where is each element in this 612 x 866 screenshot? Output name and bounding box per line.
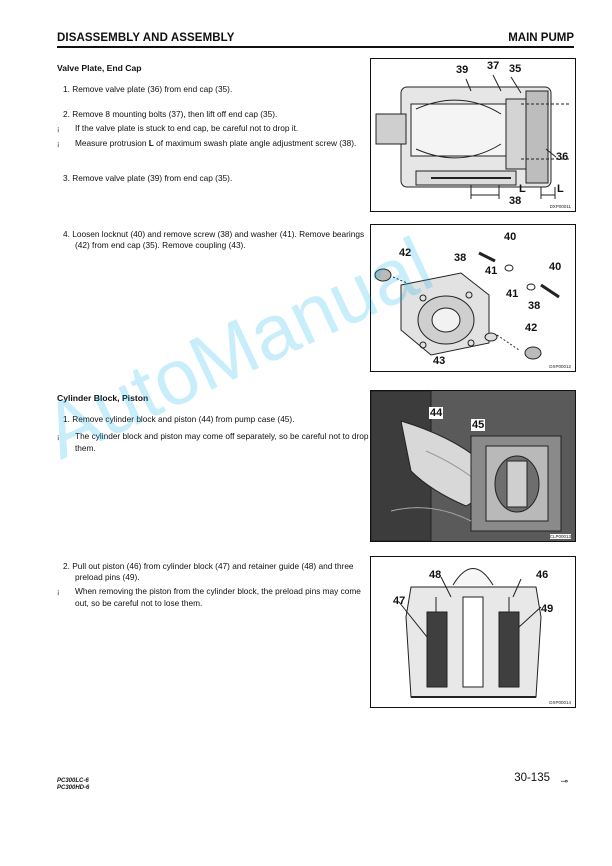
figure-code: CLP00013 <box>549 534 571 539</box>
callout-38-right: 38 <box>528 300 541 312</box>
callout-41-top: 41 <box>485 265 498 277</box>
cylinder-note-2: ¡ When removing the piston from the cylin… <box>57 586 375 609</box>
figure-piston-section: 48 46 47 49 DXP00014 <box>370 556 576 708</box>
callout-41-right: 41 <box>506 288 519 300</box>
callout-40-right: 40 <box>549 261 562 273</box>
note-bullet-icon: ¡ <box>57 126 60 133</box>
section-header-title: DISASSEMBLY AND ASSEMBLY <box>57 32 235 44</box>
valve-note-2: ¡ Measure protrusion L of maximum swash p… <box>57 138 375 150</box>
callout-38-top: 38 <box>454 252 467 264</box>
cylinder-removal-drawing <box>371 391 575 541</box>
valve-step-4: 4. Loosen locknut (40) and remove screw … <box>63 229 365 250</box>
callout-38: 38 <box>509 195 522 207</box>
end-cap-section-drawing <box>375 74 571 199</box>
callout-36: 36 <box>556 151 569 163</box>
cylinder-note-1: ¡ The cylinder block and piston may come … <box>57 431 375 454</box>
valve-plate-section-title: Valve Plate, End Cap <box>57 63 142 73</box>
callout-45: 45 <box>471 419 486 431</box>
valve-note-2-text-c: of maximum swash plate angle adjustment … <box>153 138 357 148</box>
note-bullet-icon: ¡ <box>57 589 60 596</box>
figure-cylinder-removal: 44 45 CLP00013 <box>370 390 576 542</box>
cylinder-step-1: 1. Remove cylinder block and piston (44)… <box>63 414 295 424</box>
callout-39: 39 <box>456 64 469 76</box>
figure-code: DXP00011 <box>549 204 571 209</box>
page-mark-icon: ⊸ <box>560 776 568 786</box>
callout-42-top: 42 <box>399 247 412 259</box>
header-divider <box>57 46 574 48</box>
callout-47: 47 <box>393 595 406 607</box>
valve-note-1-text: If the valve plate is stuck to end cap, … <box>75 123 299 133</box>
end-cap-exploded-drawing <box>374 251 560 360</box>
valve-step-1: 1. Remove valve plate (36) from end cap … <box>63 84 233 94</box>
model-number-2: PC300HD-6 <box>57 785 90 791</box>
cylinder-step-2: 2. Pull out piston (46) from cylinder bl… <box>63 561 354 582</box>
piston-section-drawing <box>398 568 542 698</box>
valve-step-2: 2. Remove 8 mounting bolts (37), then li… <box>63 109 278 119</box>
callout-49: 49 <box>541 603 554 615</box>
note-bullet-icon: ¡ <box>57 434 60 441</box>
callout-40-top: 40 <box>504 231 517 243</box>
figure-code: DXP00012 <box>549 364 571 369</box>
component-title: MAIN PUMP <box>508 32 574 44</box>
callout-42-bottom: 42 <box>525 322 538 334</box>
valve-note-1: ¡ If the valve plate is stuck to end cap,… <box>57 123 375 135</box>
callout-44: 44 <box>429 407 444 419</box>
cylinder-section-title: Cylinder Block, Piston <box>57 393 149 403</box>
figure-code: DXP00014 <box>549 700 571 705</box>
note-bullet-icon: ¡ <box>57 141 60 148</box>
callout-37: 37 <box>487 60 500 72</box>
cylinder-note-1-text: The cylinder block and piston may come o… <box>75 431 369 453</box>
callout-l-2: L <box>557 183 564 195</box>
valve-step-3: 3. Remove valve plate (39) from end cap … <box>63 173 233 183</box>
model-numbers: PC300LC-6 PC300HD-6 <box>57 778 89 792</box>
figure-end-cap-exploded: 42 38 40 41 40 41 38 42 43 DXP00012 <box>370 224 576 372</box>
page-number: 30-135 <box>514 772 550 784</box>
cylinder-note-2-text: When removing the piston from the cylind… <box>75 586 361 608</box>
callout-46: 46 <box>536 569 549 581</box>
figure-end-cap-section: 39 37 35 36 L 38 L DXP00011 <box>370 58 576 212</box>
valve-note-2-symbol: L <box>148 138 154 148</box>
callout-35: 35 <box>509 63 522 75</box>
model-number-1: PC300LC-6 <box>57 778 89 784</box>
callout-48: 48 <box>429 569 442 581</box>
callout-43: 43 <box>433 355 446 367</box>
valve-note-2-text-a: Measure protrusion <box>75 138 149 148</box>
callout-l-1: L <box>519 183 526 195</box>
